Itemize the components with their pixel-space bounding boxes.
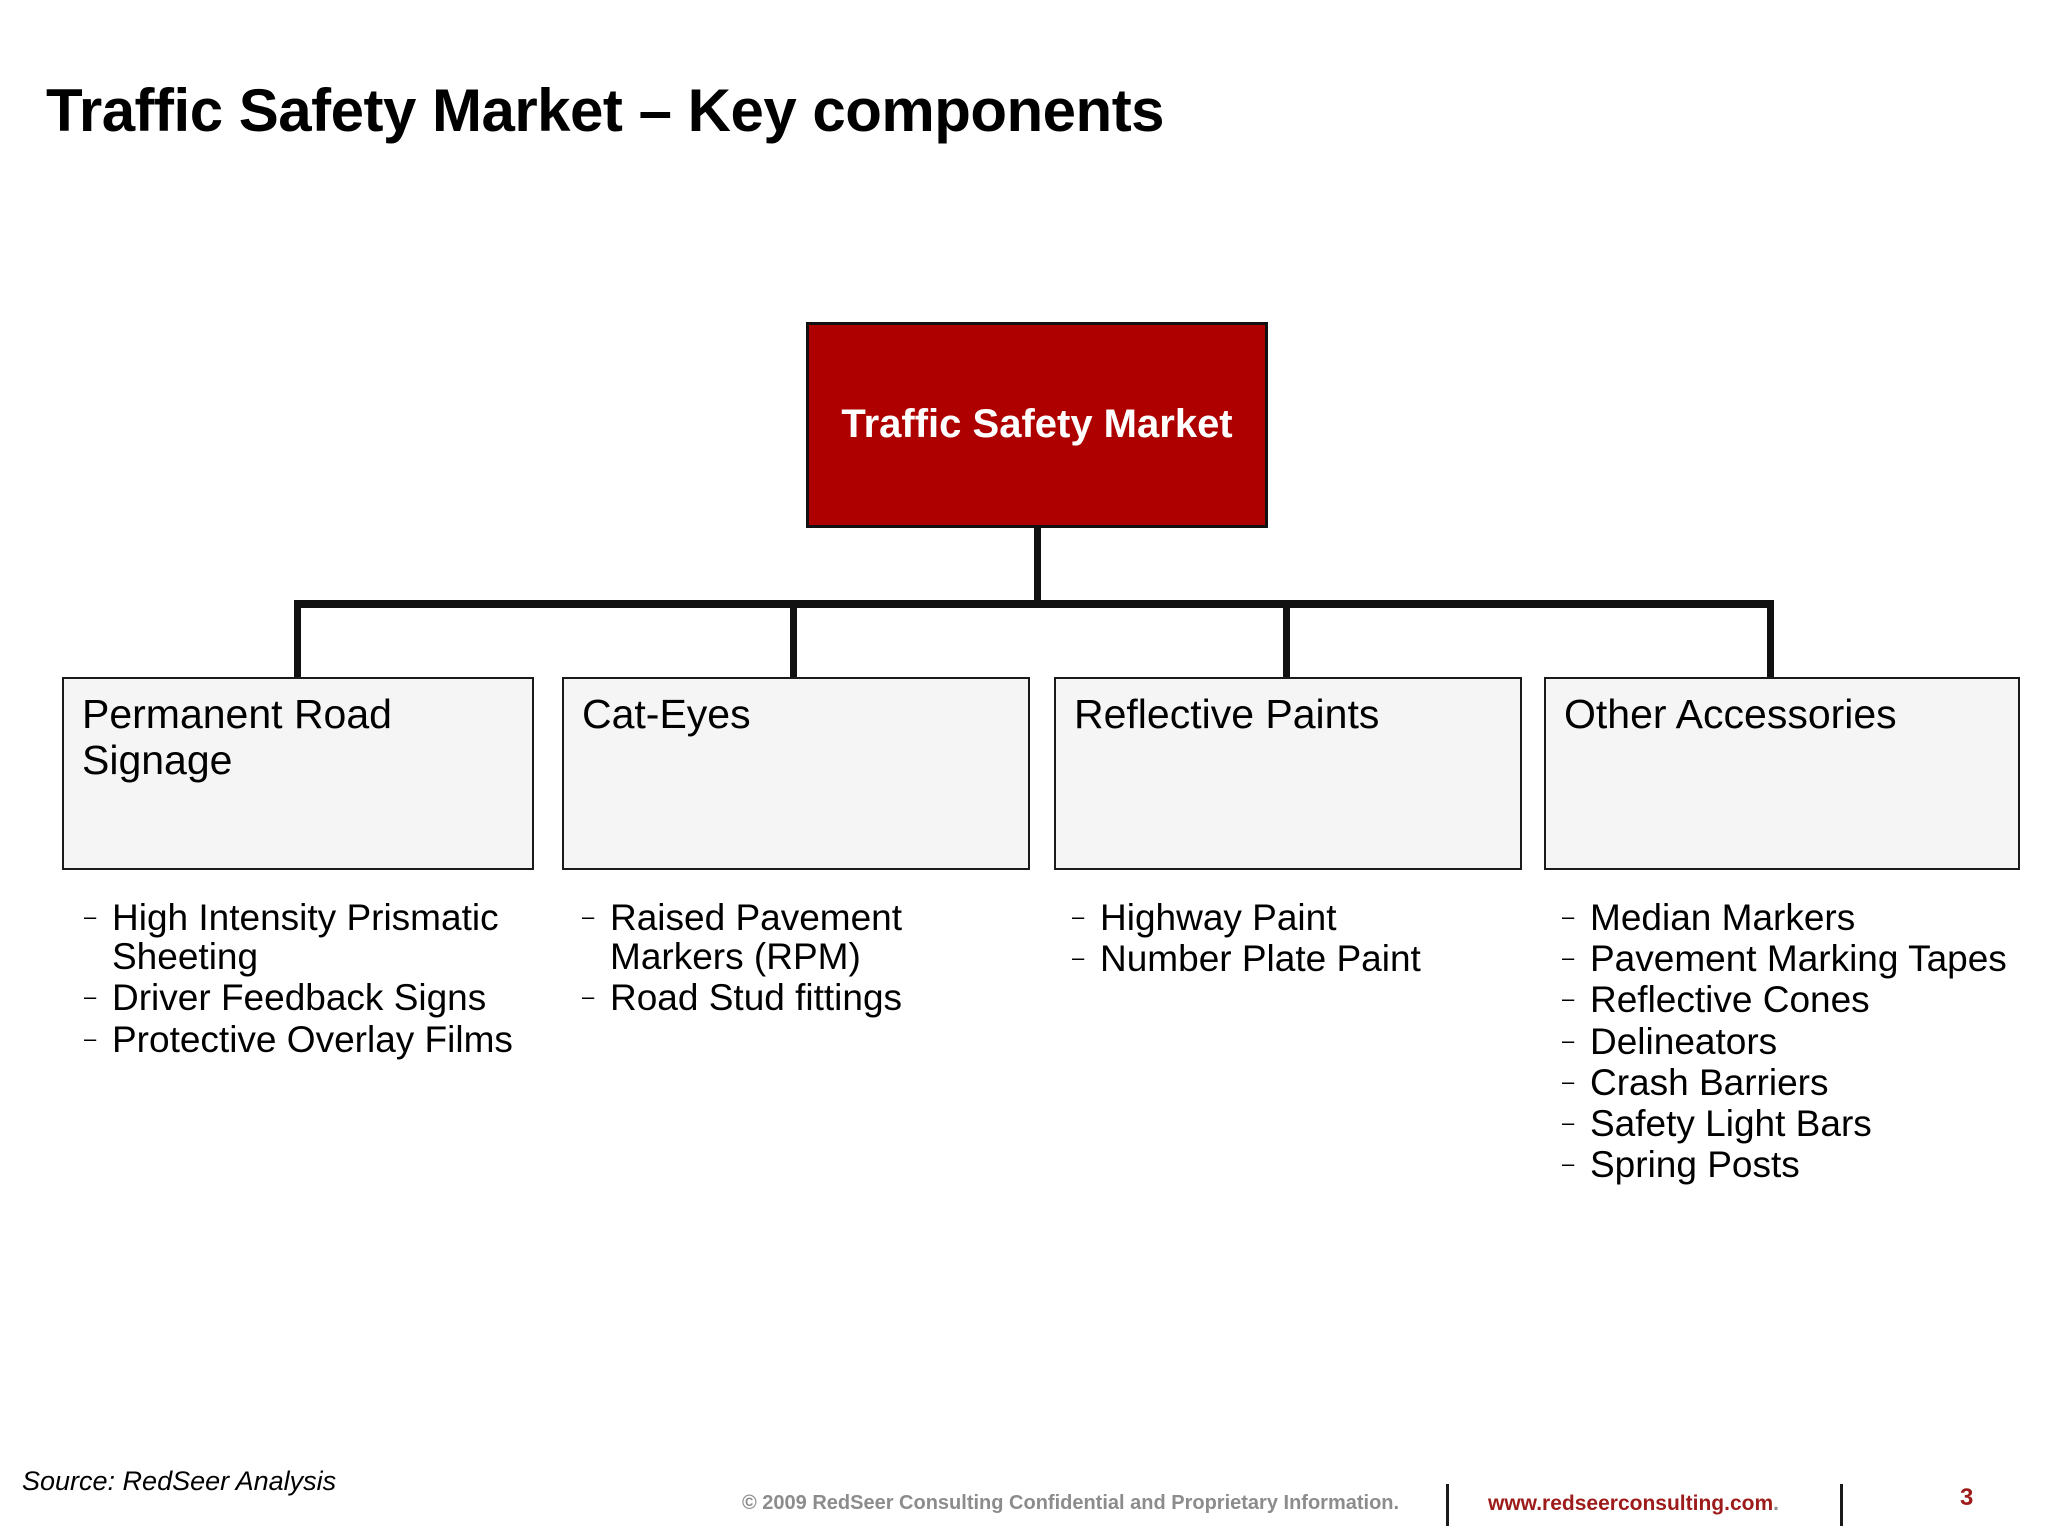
connector-drop-4 [1767, 600, 1774, 678]
bullet-dash-icon: – [1562, 1151, 1575, 1177]
list-item: –Delineators [1562, 1022, 2032, 1061]
bullet-list-other-accessories: –Median Markers–Pavement Marking Tapes–R… [1562, 898, 2032, 1187]
list-item: –Highway Paint [1072, 898, 1532, 937]
list-item: –Driver Feedback Signs [84, 978, 544, 1017]
list-item-label: Safety Light Bars [1590, 1103, 1872, 1145]
connector-drop-1 [294, 600, 301, 678]
list-item-label: Median Markers [1590, 897, 1856, 938]
list-item: –Pavement Marking Tapes [1562, 939, 2032, 978]
list-item-label: Protective Overlay Films [112, 1018, 513, 1060]
footer-url-trailing-dot: . [1773, 1492, 1779, 1515]
bullet-dash-icon: – [582, 904, 595, 929]
child-node-cat-eyes: Cat-Eyes [562, 677, 1030, 870]
list-item: –Spring Posts [1562, 1145, 2032, 1184]
bullet-dash-icon: – [84, 984, 97, 1010]
bullet-dash-icon: – [1562, 904, 1575, 929]
child-node-label: Other Accessories [1564, 691, 1897, 737]
list-item-label: Delineators [1590, 1020, 1778, 1062]
list-item-label: Crash Barriers [1590, 1061, 1829, 1103]
list-item: –Protective Overlay Films [84, 1020, 544, 1059]
bullet-dash-icon: – [1072, 904, 1085, 929]
list-item: –Raised Pavement Markers (RPM) [582, 897, 1032, 978]
list-item: –Crash Barriers [1562, 1063, 2032, 1102]
connector-drop-2 [790, 600, 797, 678]
source-note: Source: RedSeer Analysis [22, 1466, 337, 1496]
bullet-dash-icon: – [1072, 945, 1085, 971]
footer-url-text: www.redseerconsulting.com [1488, 1492, 1774, 1515]
bullet-dash-icon: – [84, 1025, 97, 1051]
footer-copyright: © 2009 RedSeer Consulting Confidential a… [742, 1492, 1400, 1514]
bullet-list-reflective-paints: –Highway Paint–Number Plate Paint [1072, 898, 1532, 980]
page-number: 3 [1960, 1484, 1974, 1511]
footer-divider-left [1446, 1484, 1449, 1526]
bullet-list-permanent-road-signage: –High Intensity Prismatic Sheeting–Drive… [84, 898, 544, 1061]
connector-horizontal-bus [294, 600, 1774, 608]
list-item-label: Raised Pavement Markers (RPM) [610, 897, 903, 978]
list-item-label: Highway Paint [1100, 897, 1337, 938]
list-item-label: Number Plate Paint [1100, 938, 1421, 980]
child-node-permanent-road-signage: Permanent Road Signage [62, 677, 534, 870]
child-node-reflective-paints: Reflective Paints [1054, 677, 1522, 870]
list-item: –High Intensity Prismatic Sheeting [84, 897, 544, 978]
connector-root-stem [1034, 528, 1041, 606]
list-item: –Median Markers [1562, 898, 2032, 937]
bullet-dash-icon: – [1562, 1068, 1575, 1094]
bullet-dash-icon: – [1562, 986, 1575, 1012]
root-node-traffic-safety-market: Traffic Safety Market [806, 322, 1268, 528]
bullet-dash-icon: – [84, 904, 97, 929]
list-item-label: Driver Feedback Signs [112, 977, 487, 1019]
list-item-label: Reflective Cones [1590, 979, 1870, 1021]
list-item: –Road Stud fittings [582, 978, 1032, 1017]
bullet-dash-icon: – [1562, 945, 1575, 971]
page-title: Traffic Safety Market – Key components [46, 77, 1165, 144]
footer-divider-right [1840, 1484, 1843, 1526]
bullet-list-cat-eyes: –Raised Pavement Markers (RPM)–Road Stud… [582, 898, 1032, 1020]
list-item-label: High Intensity Prismatic Sheeting [112, 897, 499, 978]
list-item-label: Spring Posts [1590, 1144, 1800, 1186]
list-item: –Number Plate Paint [1072, 939, 1532, 978]
list-item: –Reflective Cones [1562, 980, 2032, 1019]
bullet-dash-icon: – [582, 984, 595, 1010]
bullet-dash-icon: – [1562, 1027, 1575, 1053]
connector-drop-3 [1283, 600, 1290, 678]
bullet-dash-icon: – [1562, 1110, 1575, 1136]
list-item-label: Pavement Marking Tapes [1590, 938, 2007, 980]
child-node-label: Reflective Paints [1074, 691, 1380, 737]
list-item: –Safety Light Bars [1562, 1104, 2032, 1143]
root-node-label: Traffic Safety Market [841, 402, 1233, 447]
child-node-other-accessories: Other Accessories [1544, 677, 2020, 870]
child-node-label: Cat-Eyes [582, 691, 751, 737]
footer-url[interactable]: www.redseerconsulting.com. [1488, 1492, 1779, 1516]
child-node-label: Permanent Road Signage [82, 691, 392, 784]
list-item-label: Road Stud fittings [610, 977, 903, 1019]
